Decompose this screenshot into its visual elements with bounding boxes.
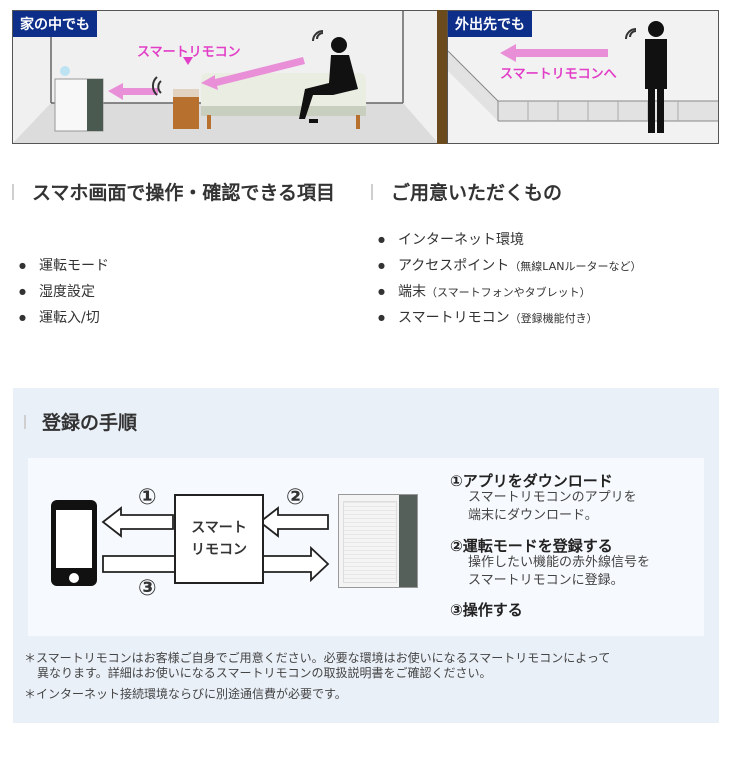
features-heading-bar xyxy=(12,184,14,200)
panel-divider xyxy=(437,10,447,144)
away-tag: 外出先でも xyxy=(448,11,532,37)
home-scene xyxy=(13,11,438,143)
away-scene xyxy=(448,11,718,143)
registration-heading-bar xyxy=(24,415,26,429)
step-1-desc: スマートリモコンのアプリを 端末にダウンロード。 xyxy=(468,490,637,523)
step-2-desc: 操作したい機能の赤外線信号を スマートリモコンに登録。 xyxy=(468,555,651,588)
step-3-title: ③操作する xyxy=(450,601,523,619)
arrow-left-top xyxy=(101,506,174,538)
home-illustration: 家の中でも スマートリモコン xyxy=(12,10,439,144)
smart-remote-box: スマート リモコン xyxy=(174,494,264,584)
step-number-2: ② xyxy=(286,485,305,510)
home-label-pointer xyxy=(183,57,193,65)
list-item: アクセスポイント（無線LANルーターなど） xyxy=(374,253,724,279)
list-item: 運転入/切 xyxy=(15,305,315,331)
requirements-list: インターネット環境 アクセスポイント（無線LANルーターなど） 端末（スマートフ… xyxy=(374,227,724,331)
step-number-3: ③ xyxy=(138,576,157,601)
registration-heading: 登録の手順 xyxy=(42,412,138,434)
home-tag: 家の中でも xyxy=(13,11,97,37)
features-list: 運転モード 湿度設定 運転入/切 xyxy=(15,253,315,331)
step-number-1: ① xyxy=(138,485,157,510)
note-1: ＊スマートリモコンはお客様ご自身でご用意ください。必要な環境はお使いになるスマー… xyxy=(24,651,611,680)
features-heading: スマホ画面で操作・確認できる項目 xyxy=(32,182,336,204)
phone-icon xyxy=(51,500,97,586)
list-item: インターネット環境 xyxy=(374,227,724,253)
humidifier-icon xyxy=(338,494,418,588)
note-2: ＊インターネット接続環境ならびに別途通信費が必要です。 xyxy=(24,687,347,701)
step-1-title: ①アプリをダウンロード xyxy=(450,472,613,490)
smart-remote-label: スマート リモコン xyxy=(191,520,247,558)
step-2-title: ②運転モードを登録する xyxy=(450,537,613,555)
requirements-heading-bar xyxy=(371,184,373,200)
away-illustration: 外出先でも スマートリモコンへ xyxy=(447,10,719,144)
list-item: 端末（スマートフォンやタブレット） xyxy=(374,279,724,305)
list-item: 湿度設定 xyxy=(15,279,315,305)
registration-section: 登録の手順 ① ② ③ スマート リモコン ①アプリをダウンロード スマートリ xyxy=(13,388,719,723)
arrow-left-mid xyxy=(258,506,329,538)
registration-diagram: ① ② ③ スマート リモコン ①アプリをダウンロード スマートリモコンのアプリ… xyxy=(28,458,704,636)
requirements-heading: ご用意いただくもの xyxy=(391,182,563,204)
list-item: 運転モード xyxy=(15,253,315,279)
list-item: スマートリモコン（登録機能付き） xyxy=(374,305,724,331)
home-remote-label: スマートリモコン xyxy=(137,45,241,60)
away-remote-label: スマートリモコンへ xyxy=(500,67,617,82)
